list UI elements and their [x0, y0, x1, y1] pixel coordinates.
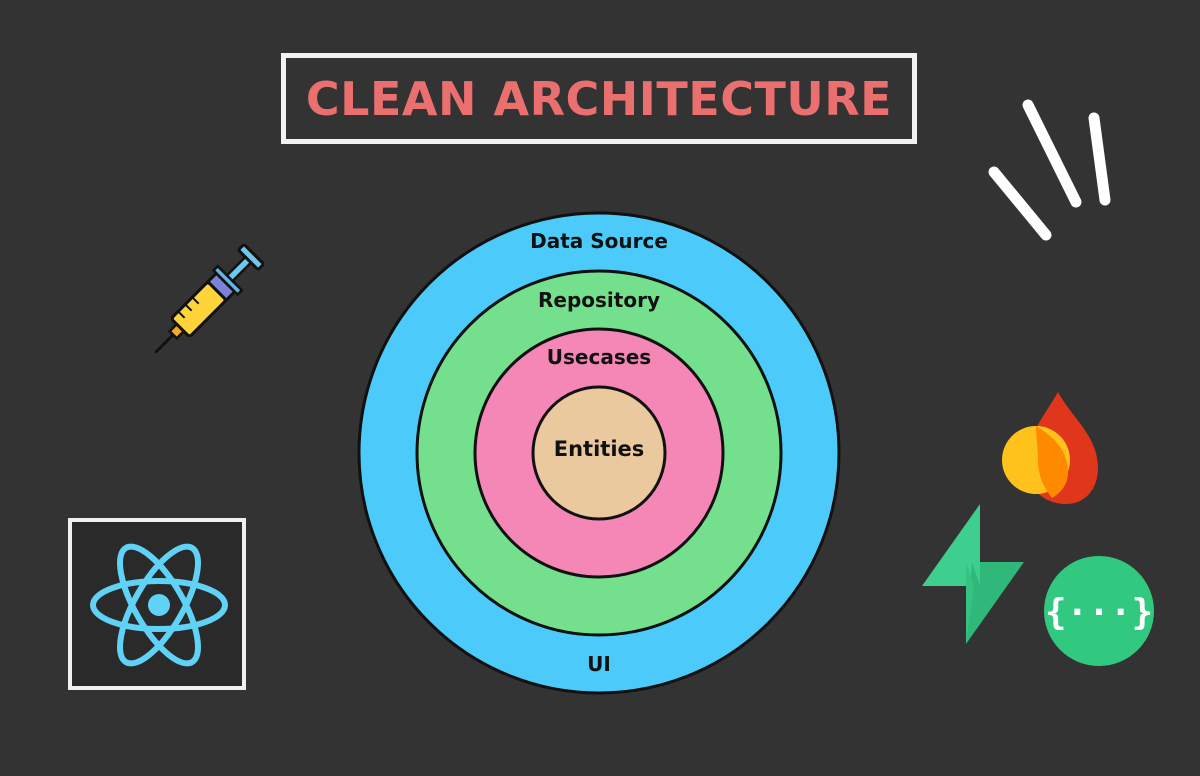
supabase-bolt-icon — [922, 504, 1024, 644]
swagger-glyph: {···} — [1045, 592, 1153, 633]
layer-entities-core — [531, 385, 667, 521]
flame-logo-icon — [1002, 392, 1098, 504]
swagger-braces-icon: {···} — [1044, 556, 1154, 666]
react-logo-icon — [90, 543, 228, 667]
label-entities: Entities — [553, 437, 645, 461]
react-logo-box — [68, 518, 246, 690]
title-box: CLEAN ARCHITECTURE — [281, 53, 917, 144]
label-data-source: Data Source — [530, 229, 668, 253]
syringe-icon — [154, 243, 265, 354]
label-repository: Repository — [538, 288, 660, 312]
label-ui: UI — [587, 652, 611, 676]
page-title: CLEAN ARCHITECTURE — [305, 71, 893, 126]
sparkle-lines-icon — [988, 99, 1111, 241]
label-usecases: Usecases — [546, 345, 652, 369]
